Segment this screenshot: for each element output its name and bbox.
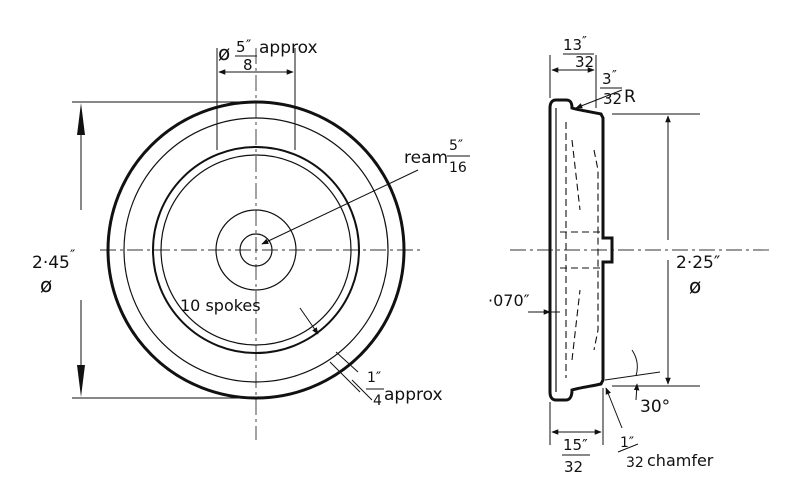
chamfer-label: 1″ 32 chamfer	[617, 435, 714, 471]
rim-width-label: 1″ 4 approx	[366, 370, 443, 409]
ream-word: ream	[404, 148, 448, 168]
hub-diameter-denominator: 8	[243, 56, 253, 74]
angle-arrow-lower	[633, 383, 640, 401]
bottom-width-label: 15″ 32	[562, 436, 590, 476]
spokes-leader	[299, 307, 319, 335]
chamfer-leader	[605, 387, 623, 429]
tread-diameter-label: 2·25″ ø	[676, 253, 720, 298]
bore-circle	[239, 233, 273, 267]
spokes-label: 10 spokes	[180, 296, 261, 315]
bottom-width-denominator: 32	[564, 458, 583, 476]
side-profile-outline	[548, 98, 614, 402]
fillet-leader	[575, 89, 623, 109]
ream-label: ream 5″ 16	[404, 138, 470, 176]
chamfer-suffix: chamfer	[647, 451, 714, 470]
hub-diameter-symbol: ø	[218, 41, 230, 65]
hidden-spoke-upper	[571, 139, 581, 211]
ream-numerator: 5″	[449, 138, 463, 154]
hub-diameter-numerator: 5	[236, 38, 246, 56]
outer-diameter-prime: ″	[70, 248, 75, 264]
fillet-radius-numerator: 3	[602, 70, 612, 88]
web-outer-circle	[152, 146, 360, 354]
fillet-radius-prime: ″	[612, 69, 617, 84]
hub-circle	[215, 209, 297, 291]
tread-diameter-value: 2·25″	[676, 253, 720, 273]
angle-arc	[631, 349, 638, 377]
rim-leader-outer	[335, 351, 359, 373]
top-width-numerator: 13	[563, 36, 582, 54]
fillet-radius-label: 3 ″ 32 R	[600, 69, 636, 108]
top-width-label: 13 ″ 32	[563, 35, 594, 71]
ream-denominator: 16	[449, 160, 467, 176]
chamfer-fraction-bar	[617, 443, 639, 453]
rim-width-suffix: approx	[384, 385, 443, 405]
top-width-denominator: 32	[575, 53, 594, 71]
hidden-spoke-lower	[571, 289, 581, 361]
fillet-radius-denominator: 32	[603, 90, 622, 108]
web-thickness-label: ·070″	[488, 291, 530, 310]
rim-leader-tick	[329, 361, 361, 393]
rim-leader-inner	[351, 379, 373, 401]
hidden-web-right	[593, 149, 599, 351]
hub-diameter-label: ø 5 ″ 8 approx	[218, 38, 318, 74]
flange-angle-label: 30°	[640, 397, 670, 417]
fillet-radius-suffix: R	[624, 87, 636, 107]
side-view	[510, 55, 770, 445]
web-inner-circle	[160, 154, 352, 346]
top-width-prime: ″	[582, 35, 587, 50]
bottom-width-numerator: 15″	[563, 436, 588, 454]
outer-diameter-label: 2·45 ″ ø	[32, 248, 75, 297]
flange-inner-circle	[123, 117, 389, 383]
rim-width-numerator: 1″	[367, 370, 381, 386]
hub-diameter-suffix: approx	[259, 38, 318, 58]
outer-dia-arrow-bottom	[77, 365, 85, 397]
chamfer-denominator: 32	[626, 455, 644, 471]
rim-width-denominator: 4	[373, 393, 382, 409]
front-view	[72, 48, 420, 440]
outer-diameter-symbol: ø	[40, 273, 52, 297]
ream-leader	[261, 169, 419, 245]
hub-diameter-prime: ″	[246, 38, 251, 54]
outer-dia-arrow-top	[77, 103, 85, 135]
outer-diameter-value: 2·45	[32, 253, 70, 273]
angle-reference-line	[604, 371, 661, 381]
tread-diameter-symbol: ø	[689, 274, 701, 298]
